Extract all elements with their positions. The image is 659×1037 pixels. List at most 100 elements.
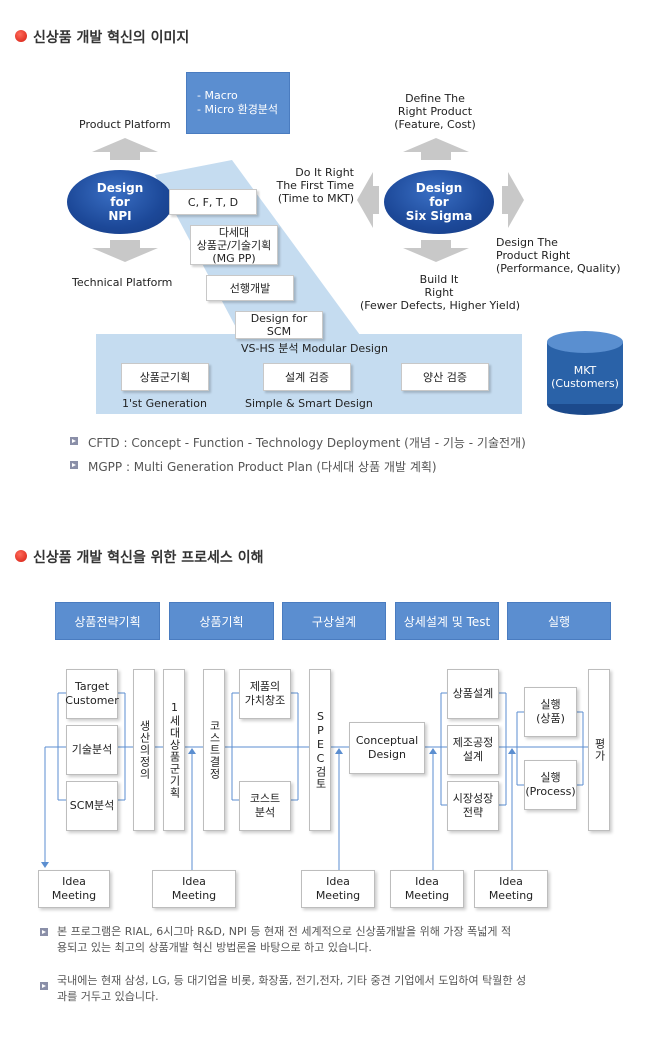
idea-meeting-box: Idea Meeting — [390, 870, 464, 908]
idea-meeting-box: Idea Meeting — [38, 870, 110, 908]
mfg-line2: 설계 — [462, 750, 484, 763]
idea-line1: Idea — [62, 875, 86, 888]
exec-product-line1: 실행 — [540, 698, 561, 711]
product-design-box: 상품설계 — [447, 669, 499, 719]
design-right-line1: Design The — [496, 236, 558, 249]
product-family-plan-box: 상품군기획 — [121, 363, 209, 391]
section1-title: 신상품 개발 혁신의 이미지 — [33, 30, 190, 46]
idea-line2: Meeting — [488, 889, 534, 902]
design-right-line2: Product Right — [496, 249, 571, 262]
idea-meeting-box: Idea Meeting — [152, 870, 236, 908]
product-platform-label: Product Platform — [79, 118, 171, 131]
build-line1: Build It — [419, 273, 459, 286]
micro-label: - Micro 환경분석 — [197, 103, 279, 116]
nextgen-line2: 상품군/기술기획 — [196, 238, 272, 252]
header-product-planning: 상품기획 — [169, 602, 274, 640]
idea-line2: Meeting — [315, 889, 361, 902]
build-line3: (Fewer Defects, Higher Yield) — [359, 299, 521, 312]
mkt-line2: (Customers) — [551, 377, 619, 390]
value-line2: 가치창조 — [244, 694, 286, 707]
conceptual-design-box: Conceptual Design — [349, 722, 425, 774]
section-bullet-icon — [15, 550, 27, 562]
conceptual-line1: Conceptual — [355, 734, 419, 747]
header-detail-design: 상세설계 및 Test — [395, 602, 499, 640]
header-execution: 실행 — [507, 602, 611, 640]
idea-line2: Meeting — [51, 889, 97, 902]
build-line2: Right — [424, 286, 454, 299]
idea-line1: Idea — [499, 875, 523, 888]
header-strategy: 상품전략기획 — [55, 602, 160, 640]
tech-analysis-box: 기술분석 — [66, 725, 118, 775]
diagram1-shapes — [92, 138, 623, 415]
para2-line1: 국내에는 현재 삼성, LG, 등 대기업을 비롯, 화장품, 전기,전자, 기… — [57, 974, 527, 987]
idea-line1: Idea — [415, 875, 439, 888]
macro-label: - Macro — [197, 89, 238, 102]
design-for-npi-ellipse: Design for NPI — [67, 170, 173, 234]
design-for-scm-box: Design for SCM — [235, 311, 323, 339]
idea-meeting-box: Idea Meeting — [474, 870, 548, 908]
idea-line1: Idea — [326, 875, 350, 888]
next-gen-planning-box: 다세대 상품군/기술기획 (MG PP) — [190, 225, 278, 265]
define-line2: Right Product — [397, 105, 473, 118]
cftd-box: C, F, T, D — [169, 189, 257, 215]
simple-smart-label: Simple & Smart Design — [245, 397, 373, 410]
market-line2: 전략 — [462, 806, 484, 819]
note-bullet-icon — [70, 461, 78, 469]
note-bullet-icon — [70, 437, 78, 445]
conceptual-line2: Design — [368, 748, 406, 761]
idea-meeting-box: Idea Meeting — [301, 870, 375, 908]
scm-analysis-box: SCM분석 — [66, 781, 118, 831]
npi-line1: Design — [96, 181, 144, 195]
mkt-line1: MKT — [573, 364, 597, 377]
idea-line2: Meeting — [171, 889, 217, 902]
design-for-six-sigma-ellipse: Design for Six Sigma — [384, 170, 494, 234]
idea-line1: Idea — [182, 875, 206, 888]
design-right-line3: (Performance, Quality) — [496, 262, 621, 275]
npi-line3: NPI — [108, 209, 132, 223]
para1-line1: 본 프로그램은 RIAL, 6시그마 R&D, NPI 등 현재 전 세계적으로… — [57, 925, 512, 938]
up-arrow-define — [403, 138, 469, 160]
technical-platform-label: Technical Platform — [72, 276, 173, 289]
paragraph-1: 본 프로그램은 RIAL, 6시그마 R&D, NPI 등 현재 전 세계적으로… — [57, 924, 511, 956]
down-arrow-build — [403, 240, 469, 262]
spec-review-box: SPEC검토 — [309, 669, 331, 831]
down-arrow-technical-platform — [92, 240, 158, 262]
design-verify-box: 설계 검증 — [263, 363, 351, 391]
target-line1: Target — [74, 680, 110, 693]
mfg-line1: 제조공정 — [452, 736, 494, 749]
value-line1: 제품의 — [249, 680, 281, 693]
para-bullet-icon — [40, 928, 48, 936]
first-gen-label: 1'st Generation — [122, 397, 207, 410]
define-line3: (Feature, Cost) — [394, 118, 476, 131]
para-bullet-icon — [40, 982, 48, 990]
macro-micro-box: - Macro - Micro 환경분석 — [186, 72, 290, 134]
paragraph-2: 국내에는 현재 삼성, LG, 등 대기업을 비롯, 화장품, 전기,전자, 기… — [57, 973, 526, 1005]
first-gen-planning-box: 1세대상품군기획 — [163, 669, 185, 831]
six-line3: Six Sigma — [405, 209, 473, 223]
cost-line2: 분석 — [254, 806, 276, 819]
market-strategy-box: 시장성장 전략 — [447, 781, 499, 831]
cost-analysis-box: 코스트 분석 — [239, 781, 291, 831]
target-customer-box: Target Customer — [65, 669, 119, 719]
doit-line2: The First Time — [276, 179, 354, 192]
nextgen-line1: 다세대 — [218, 225, 250, 239]
left-arrow-doit — [357, 172, 379, 228]
dfscm-line1: Design for — [250, 312, 308, 325]
evaluation-box: 평가 — [588, 669, 610, 831]
six-line1: Design — [415, 181, 463, 195]
exec-process-line2: (Process) — [525, 785, 576, 798]
right-arrow-design-right — [502, 172, 524, 228]
market-line1: 시장성장 — [452, 792, 494, 805]
cost-line1: 코스트 — [249, 792, 281, 805]
note-cftd: CFTD : Concept - Function - Technology D… — [88, 436, 526, 450]
six-line2: for — [429, 195, 449, 209]
mass-verify-box: 양산 검증 — [401, 363, 489, 391]
nextgen-line3: (MG PP) — [212, 251, 256, 265]
exec-product-box: 실행 (상품) — [524, 687, 577, 737]
value-creation-box: 제품의 가치창조 — [239, 669, 291, 719]
dfscm-line2: SCM — [266, 325, 292, 338]
mfg-process-design-box: 제조공정 설계 — [447, 725, 499, 775]
doit-line3: (Time to MKT) — [277, 192, 354, 205]
exec-product-line2: (상품) — [536, 712, 565, 725]
section-bullet-icon — [15, 30, 27, 42]
